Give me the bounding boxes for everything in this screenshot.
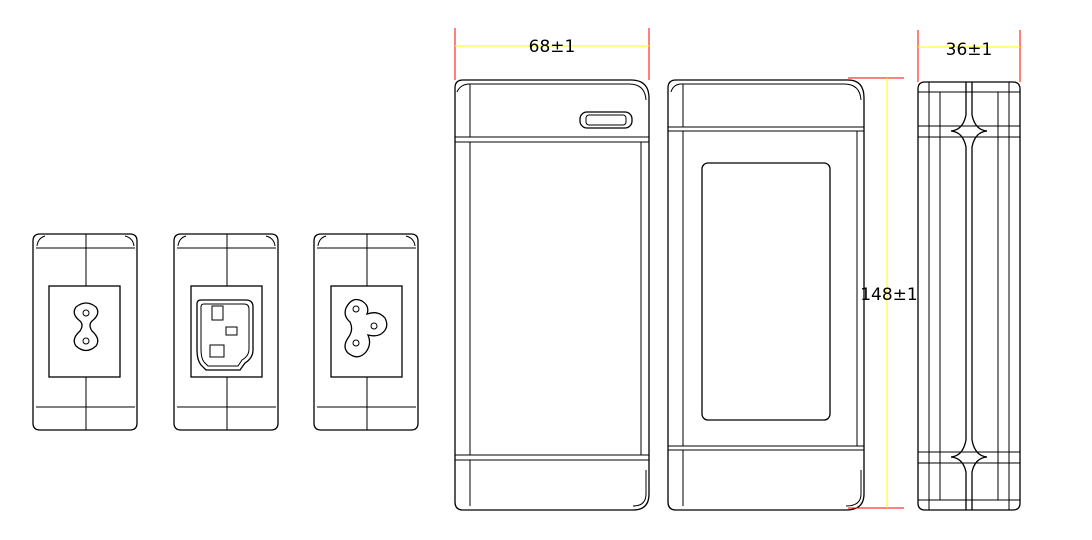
depth-dimension-label: 36±1 (946, 40, 993, 60)
end-view-c6 (313, 233, 419, 431)
back-view (667, 79, 865, 511)
front-view (454, 79, 650, 511)
label-area (701, 162, 831, 421)
height-dimension: 148±1 (848, 77, 918, 509)
end-view-c8 (32, 233, 138, 431)
socket-panel (330, 285, 403, 378)
width-dimension-label: 68±1 (529, 37, 576, 57)
width-dimension: 68±1 (454, 28, 650, 80)
depth-dimension: 36±1 (917, 30, 1021, 82)
side-view (917, 81, 1021, 511)
end-view-c14 (173, 233, 279, 431)
iec-c6-socket-icon (344, 298, 388, 358)
power-switch-icon (579, 111, 633, 129)
iec-c14-socket-icon (196, 299, 254, 371)
height-dimension-label: 148±1 (860, 285, 918, 305)
socket-panel (190, 285, 263, 378)
iec-c8-socket-icon (73, 302, 99, 352)
socket-panel (48, 285, 121, 378)
